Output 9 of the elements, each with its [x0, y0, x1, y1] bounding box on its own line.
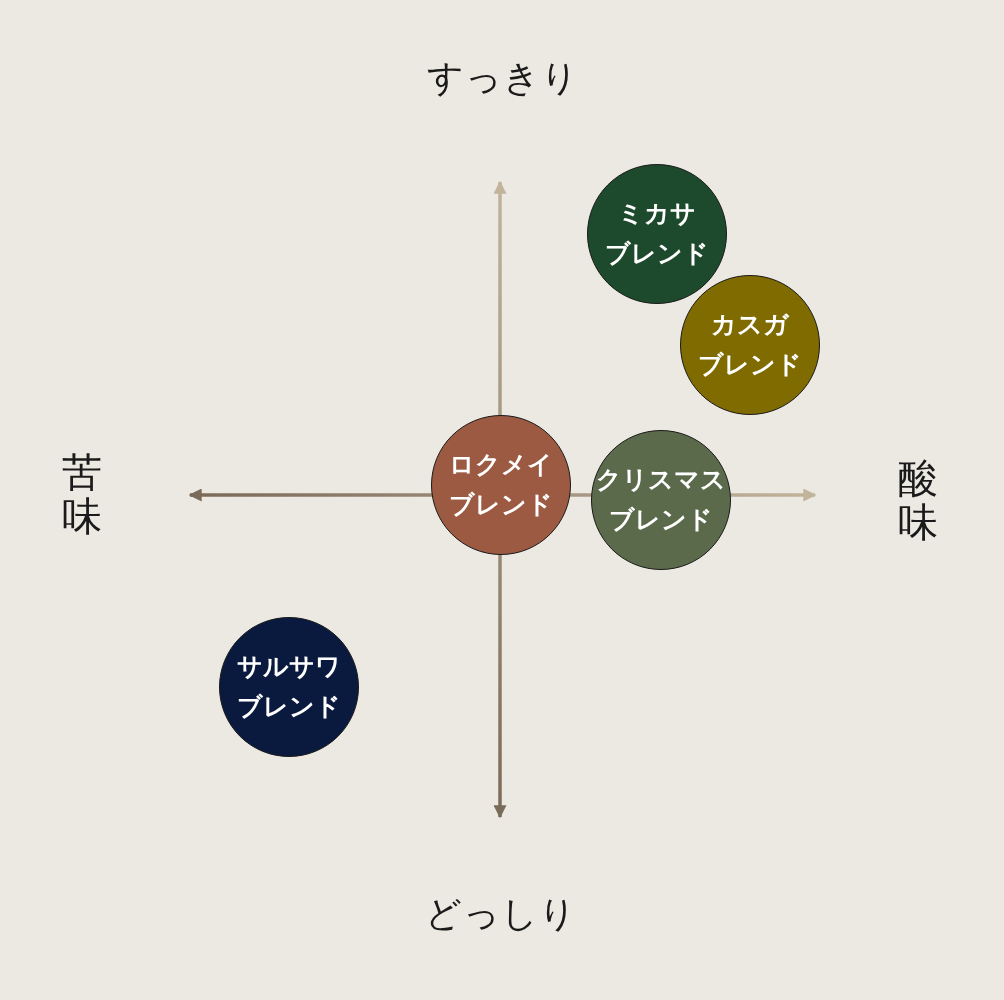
axis-label: 苦味 [62, 450, 102, 538]
blend-name: サルサワブレンド [237, 651, 341, 723]
blend-name: カスガブレンド [698, 309, 802, 381]
axis-label: すっきり [427, 57, 579, 99]
axis-label: どっしり [425, 893, 577, 935]
blend-name: クリスマスブレンド [596, 464, 726, 536]
blend-name: ミカサブレンド [605, 198, 709, 270]
axis-label: 酸味 [898, 456, 938, 544]
blend-name: ロクメイブレンド [449, 449, 553, 521]
